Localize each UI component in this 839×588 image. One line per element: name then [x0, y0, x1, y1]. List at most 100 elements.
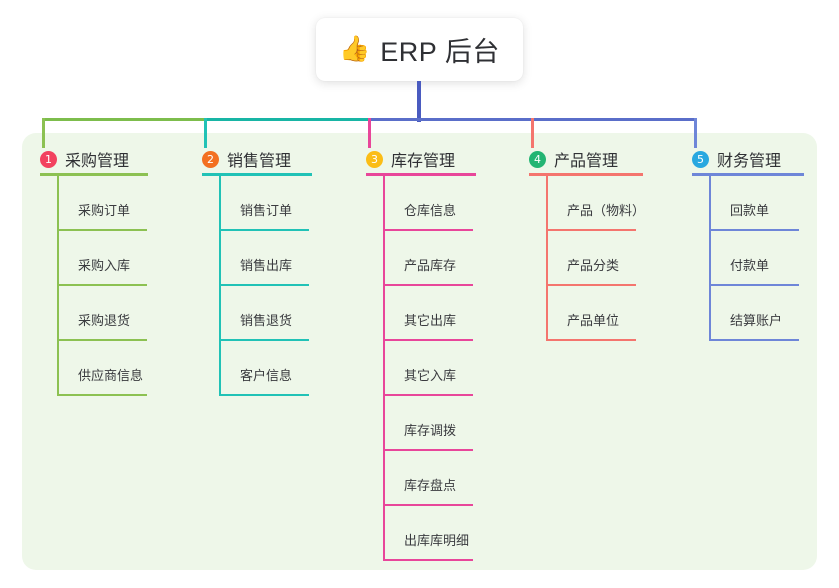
- item-rail-3: [383, 176, 385, 561]
- menu-item[interactable]: 出库库明细: [366, 506, 473, 561]
- category-underline-2: [202, 173, 312, 176]
- menu-item-underline: [383, 449, 473, 451]
- menu-item[interactable]: 付款单: [692, 231, 799, 286]
- menu-item-label: 其它出库: [404, 313, 457, 328]
- menu-item-underline: [546, 339, 636, 341]
- category-title-2: 销售管理: [227, 153, 292, 170]
- menu-item[interactable]: 供应商信息: [40, 341, 147, 396]
- menu-item[interactable]: 库存盘点: [366, 451, 473, 506]
- category-underline-3: [366, 173, 476, 176]
- menu-item-underline: [219, 394, 309, 396]
- menu-item[interactable]: 客户信息: [202, 341, 309, 396]
- category-header-2[interactable]: 2 销售管理: [202, 142, 312, 176]
- menu-item[interactable]: 产品（物料）: [529, 176, 645, 231]
- category-title-3: 库存管理: [391, 153, 456, 170]
- menu-item[interactable]: 销售退货: [202, 286, 309, 341]
- root-node-erp-backend[interactable]: 👍 ERP 后台: [316, 18, 523, 81]
- item-list-2: 销售订单销售出库销售退货客户信息: [202, 176, 309, 396]
- category-column-5: 5 财务管理回款单付款单结算账户: [692, 142, 804, 341]
- root-node-content: 👍 ERP 后台: [339, 30, 500, 69]
- menu-item-underline: [383, 339, 473, 341]
- category-column-3: 3 库存管理仓库信息产品库存其它出库其它入库库存调拨库存盘点出库库明细: [366, 142, 476, 561]
- root-stem-connector: [417, 81, 421, 122]
- bus-segment-1: [42, 118, 204, 121]
- item-rail-1: [57, 176, 59, 396]
- category-title-5: 财务管理: [717, 153, 782, 170]
- menu-item-label: 供应商信息: [78, 368, 144, 383]
- drop-connector-1: [42, 118, 45, 148]
- menu-item[interactable]: 仓库信息: [366, 176, 473, 231]
- category-header-3[interactable]: 3 库存管理: [366, 142, 476, 176]
- menu-item[interactable]: 销售出库: [202, 231, 309, 286]
- menu-item-underline: [57, 229, 147, 231]
- menu-item[interactable]: 结算账户: [692, 286, 799, 341]
- category-badge-3: 3: [366, 150, 383, 168]
- item-list-5: 回款单付款单结算账户: [692, 176, 799, 341]
- drop-connector-5: [694, 118, 697, 148]
- menu-item-underline: [383, 559, 473, 561]
- item-rail-5: [709, 176, 711, 341]
- menu-item-label: 销售出库: [240, 258, 293, 273]
- menu-item-label: 销售退货: [240, 313, 293, 328]
- category-badge-4: 4: [529, 150, 546, 168]
- drop-connector-3: [368, 118, 371, 148]
- menu-item[interactable]: 其它入库: [366, 341, 473, 396]
- menu-item-label: 采购退货: [78, 313, 131, 328]
- thumbs-up-icon: 👍: [339, 35, 371, 63]
- menu-item-underline: [219, 284, 309, 286]
- menu-item[interactable]: 销售订单: [202, 176, 309, 231]
- category-underline-4: [529, 173, 643, 176]
- menu-item-underline: [709, 229, 799, 231]
- menu-item[interactable]: 产品单位: [529, 286, 636, 341]
- menu-item-label: 产品库存: [404, 258, 457, 273]
- menu-item-underline: [219, 229, 309, 231]
- menu-item[interactable]: 回款单: [692, 176, 799, 231]
- category-title-1: 采购管理: [65, 153, 130, 170]
- item-list-4: 产品（物料） 产品分类产品单位: [529, 176, 645, 341]
- menu-item-underline: [546, 284, 636, 286]
- menu-item-label: 产品分类: [567, 258, 620, 273]
- menu-item[interactable]: 其它出库: [366, 286, 473, 341]
- menu-item-label: 仓库信息: [404, 203, 457, 218]
- drop-connector-2: [204, 118, 207, 148]
- category-header-5[interactable]: 5 财务管理: [692, 142, 804, 176]
- menu-item-underline: [546, 229, 636, 231]
- diagram-panel-background: [22, 133, 817, 570]
- item-rail-2: [219, 176, 221, 396]
- menu-item-underline: [57, 394, 147, 396]
- menu-item[interactable]: 采购入库: [40, 231, 147, 286]
- menu-item-label: 产品单位: [567, 313, 620, 328]
- menu-item-underline: [383, 394, 473, 396]
- category-underline-5: [692, 173, 804, 176]
- page-title: ERP 后台: [380, 37, 500, 67]
- item-rail-4: [546, 176, 548, 341]
- menu-item[interactable]: 产品库存: [366, 231, 473, 286]
- menu-item-label: 库存盘点: [404, 478, 457, 493]
- menu-item-label: 客户信息: [240, 368, 293, 383]
- category-badge-2: 2: [202, 150, 219, 168]
- menu-item[interactable]: 库存调拨: [366, 396, 473, 451]
- drop-connector-4: [531, 118, 534, 148]
- menu-item-underline: [709, 284, 799, 286]
- menu-item-label: 其它入库: [404, 368, 457, 383]
- menu-item-underline: [57, 284, 147, 286]
- item-list-3: 仓库信息产品库存其它出库其它入库库存调拨库存盘点出库库明细: [366, 176, 473, 561]
- menu-item-label: 结算账户: [730, 313, 783, 328]
- menu-item-label: 回款单: [730, 203, 770, 218]
- menu-item[interactable]: 采购订单: [40, 176, 147, 231]
- menu-item-underline: [383, 229, 473, 231]
- menu-item[interactable]: 采购退货: [40, 286, 147, 341]
- menu-item-underline: [383, 284, 473, 286]
- menu-item-underline: [57, 339, 147, 341]
- menu-item-label: 付款单: [730, 258, 770, 273]
- category-badge-5: 5: [692, 150, 709, 168]
- menu-item-label: 销售订单: [240, 203, 293, 218]
- menu-item[interactable]: 产品分类: [529, 231, 636, 286]
- category-underline-1: [40, 173, 148, 176]
- menu-item-label: 库存调拨: [404, 423, 457, 438]
